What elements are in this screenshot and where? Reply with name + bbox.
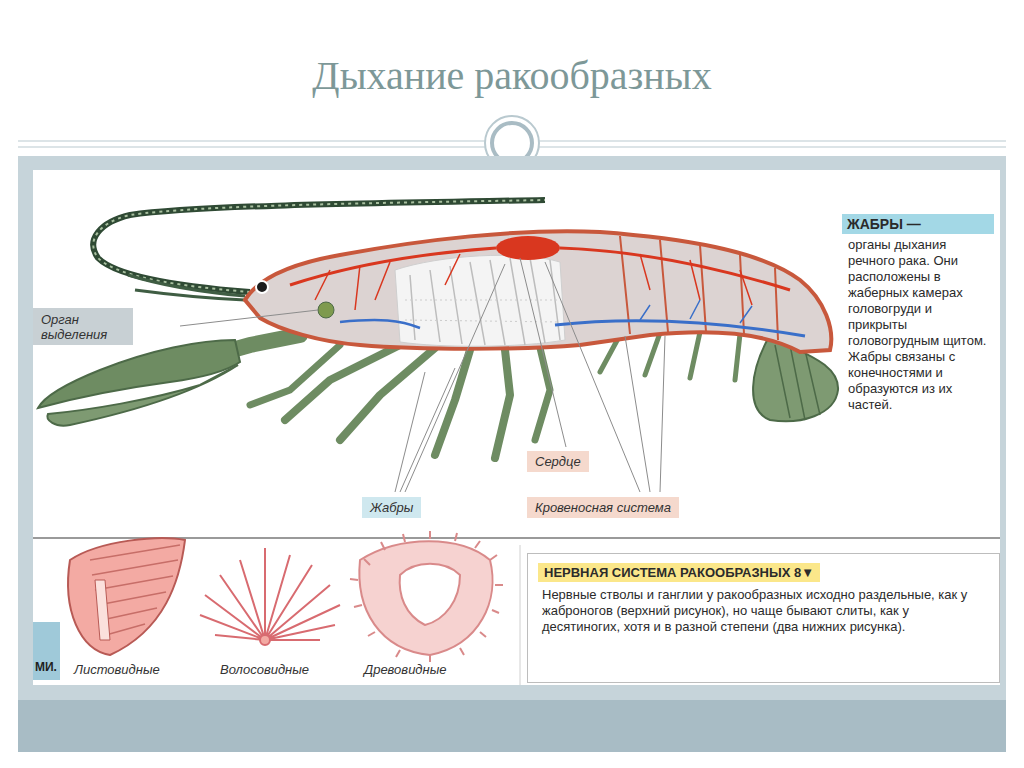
box-heading: НЕРВНАЯ СИСТЕМА РАКООБРАЗНЫХ 8▼ (538, 563, 820, 582)
box-body: Нервные стволы и ганглии у ракообразных … (528, 582, 999, 641)
slide-title: Дыхание ракообразных (0, 52, 1024, 99)
illustration-part (560, 248, 790, 290)
illustration-part (496, 236, 560, 260)
illustration-part (38, 340, 240, 408)
illustration-part (660, 336, 665, 492)
illustration-part (555, 321, 805, 336)
gill-type-caption: Древовидные (362, 662, 449, 677)
illustration-part (350, 531, 503, 663)
illustration-part (405, 264, 505, 492)
box-heading: МИ. (35, 660, 57, 674)
illustration-part (395, 372, 425, 492)
box-heading: Сердце (535, 454, 581, 469)
illustration-part (536, 147, 1006, 148)
info-box: НЕРВНАЯ СИСТЕМА РАКООБРАЗНЫХ 8▼Нервные с… (527, 553, 1000, 683)
illustration-part (340, 320, 420, 328)
illustration-part (290, 248, 496, 285)
part-label-box: Орган выделения (33, 308, 133, 345)
side-tab: МИ. (33, 622, 60, 680)
gill-type-caption: Листовидные (72, 662, 162, 677)
illustration-part (535, 348, 550, 440)
illustration-part (318, 302, 334, 318)
illustration-part (68, 538, 185, 655)
illustration-part (200, 548, 340, 640)
illustration-part (95, 580, 110, 640)
box-heading: Жабры (370, 500, 413, 515)
info-box: ЖАБРЫ —органы дыхания речного рака. Они … (842, 214, 994, 413)
illustration-part (640, 300, 752, 323)
illustration-part (405, 300, 560, 322)
leader-lines (180, 258, 665, 492)
illustration-part (625, 336, 650, 492)
illustration-part (495, 350, 510, 458)
part-label-box: Жабры (362, 497, 421, 518)
hair-gill (200, 548, 340, 645)
illustration-part (33, 170, 1000, 685)
box-heading: ЖАБРЫ — (842, 214, 994, 234)
illustration-part (18, 700, 1006, 752)
illustration-part (775, 345, 820, 420)
illustration-part (18, 156, 1006, 752)
box-heading: Кровеносная система (535, 500, 671, 515)
illustration-part (250, 345, 340, 405)
box-heading: Орган выделения (41, 312, 125, 342)
illustration-part (435, 350, 470, 455)
illustration-part (359, 541, 492, 655)
part-label-box: Кровеносная система (527, 497, 679, 518)
illustration-part (400, 368, 455, 492)
tree-gill (350, 531, 503, 663)
illustration-part (47, 365, 238, 426)
illustration-part (135, 290, 245, 300)
illustration-part (340, 348, 435, 440)
illustration-part (18, 141, 488, 142)
illustration-part (260, 635, 270, 645)
illustration-part (520, 545, 521, 685)
crayfish-drawing (38, 200, 838, 458)
leaf-gill (68, 538, 185, 655)
illustration-part (180, 310, 318, 326)
illustration-part (18, 147, 488, 148)
illustration-part (395, 255, 565, 346)
box-body: органы дыхания речного рака. Они располо… (842, 234, 994, 413)
part-label-box: Сердце (527, 451, 589, 472)
illustration-part (536, 141, 1006, 142)
illustration-part (256, 281, 268, 293)
gill-type-caption: Волосовидные (218, 662, 311, 677)
illustration-part (520, 258, 566, 447)
illustration-part (315, 254, 752, 310)
